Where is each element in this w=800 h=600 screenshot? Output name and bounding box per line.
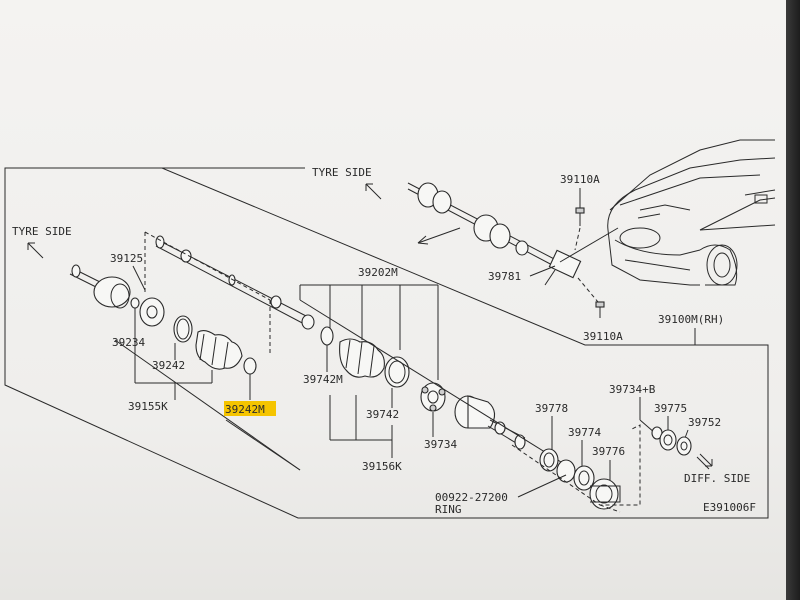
label-39155K: 39155K [128,400,168,413]
label-39775: 39775 [654,402,687,415]
diff-side-label: DIFF. SIDE [684,472,750,485]
seal-39752-inner [680,441,688,451]
washer-39775 [659,429,677,451]
label-39774: 39774 [568,426,601,439]
group-line-a [114,339,301,471]
dash-bolt-bottom [577,277,599,303]
boot-inner [339,338,385,378]
band-39742M [320,326,334,346]
label-39156K: 39156K [362,460,402,473]
outer-cv-joint [69,264,165,327]
label-39776: 39776 [592,445,625,458]
arrow-icon-tyre-left [27,242,44,259]
leader-00922 [517,474,567,498]
label-39125: 39125 [110,252,143,265]
label-39742: 39742 [366,408,399,421]
leader-39781 [529,265,556,277]
label-39734B: 39734+B [609,383,656,396]
label-39234: 39234 [112,336,145,349]
label-39778: 39778 [535,402,568,415]
spider-assembly-39734 [420,382,446,412]
label-39742M: 39742M [303,373,343,386]
arrow-icon-diff-side [696,453,713,470]
highlight-39242M [224,401,276,416]
label-39202M: 39202M [358,266,398,279]
figure-code: E391006F [703,501,756,514]
pointer-line [417,227,461,244]
group-line-c [299,299,591,481]
washer-39775-inner [663,434,673,446]
label-39110A-top: 39110A [560,173,600,186]
seal-39752 [676,436,692,456]
pointer-arrowhead [417,235,429,245]
vehicle-front-illustration [559,139,776,286]
band-39742-inner [388,360,406,384]
tyre-side-left-label: TYRE SIDE [12,225,72,238]
dashed-group-right [511,424,641,506]
label-39242: 39242 [152,359,185,372]
group-line-b [225,419,301,471]
diagram-frame [4,167,769,519]
label-39781: 39781 [488,270,521,283]
label-39110A-bottom: 39110A [583,330,623,343]
ring-39774a [556,459,576,483]
label-ring: RING [435,503,462,516]
boot-outer [195,329,243,370]
snap-ring-39234 [130,297,140,309]
boot-band-39242-inner [176,318,190,340]
label-39100M-RH: 39100M(RH) [658,313,724,326]
ring-39774b-inner [578,470,590,486]
arrow-icon-tyre-top [365,183,382,200]
monitor-bezel-edge [786,0,800,600]
label-39752: 39752 [688,416,721,429]
bolt-39110A-top [575,207,585,226]
seal-39778-inner [543,452,555,468]
label-39242M: 39242M [225,403,265,416]
label-39734: 39734 [424,438,457,451]
seal-39778 [539,448,559,472]
inner-cv-housing [454,395,526,450]
ring-39774b [573,465,595,491]
dash-bolt-top [574,227,581,251]
leader-39125 [132,265,146,291]
boot-band-39242M [243,357,257,375]
assembled-drive-shaft [407,182,582,286]
tyre-side-top-label: TYRE SIDE [312,166,372,179]
dashed-group-right-b [599,504,621,513]
shaft-39125 [155,235,315,330]
bearing-housing-39776 [589,478,621,510]
bolt-39110A-bottom [595,301,605,318]
dash-shaft-a [144,231,271,301]
label-00922-27200: 00922-27200 [435,491,508,504]
